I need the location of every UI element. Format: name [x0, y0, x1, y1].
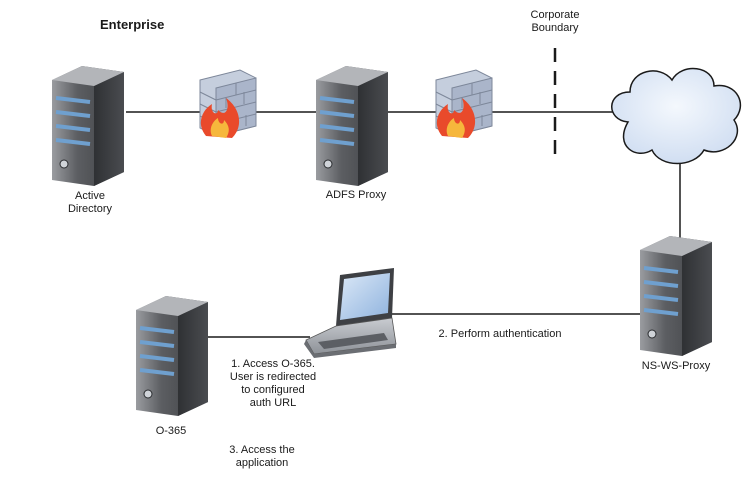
laptop-icon — [304, 268, 397, 358]
label-active-directory: Active Directory — [67, 190, 112, 215]
server-icon — [134, 294, 210, 418]
step-2-label: 2. Perform authentication — [438, 328, 562, 340]
server-icon — [638, 234, 714, 358]
page-title: Enterprise — [100, 17, 165, 32]
firewall-icon — [435, 69, 493, 139]
step-1-label: 1. Access O-365. User is redirected to c… — [229, 358, 317, 409]
step-3-label: 3. Access the application — [229, 444, 295, 469]
corporate-boundary-label: Corporate Boundary — [530, 9, 580, 34]
cloud-icon — [611, 67, 742, 165]
label-adfs-proxy: ADFS Proxy — [325, 189, 387, 201]
firewall-icon — [199, 69, 257, 139]
connections — [126, 111, 681, 338]
label-ns-ws-proxy: NS-WS-Proxy — [641, 360, 711, 372]
server-icon — [50, 64, 126, 188]
server-icon — [314, 64, 390, 188]
label-o365: O-365 — [155, 425, 187, 437]
